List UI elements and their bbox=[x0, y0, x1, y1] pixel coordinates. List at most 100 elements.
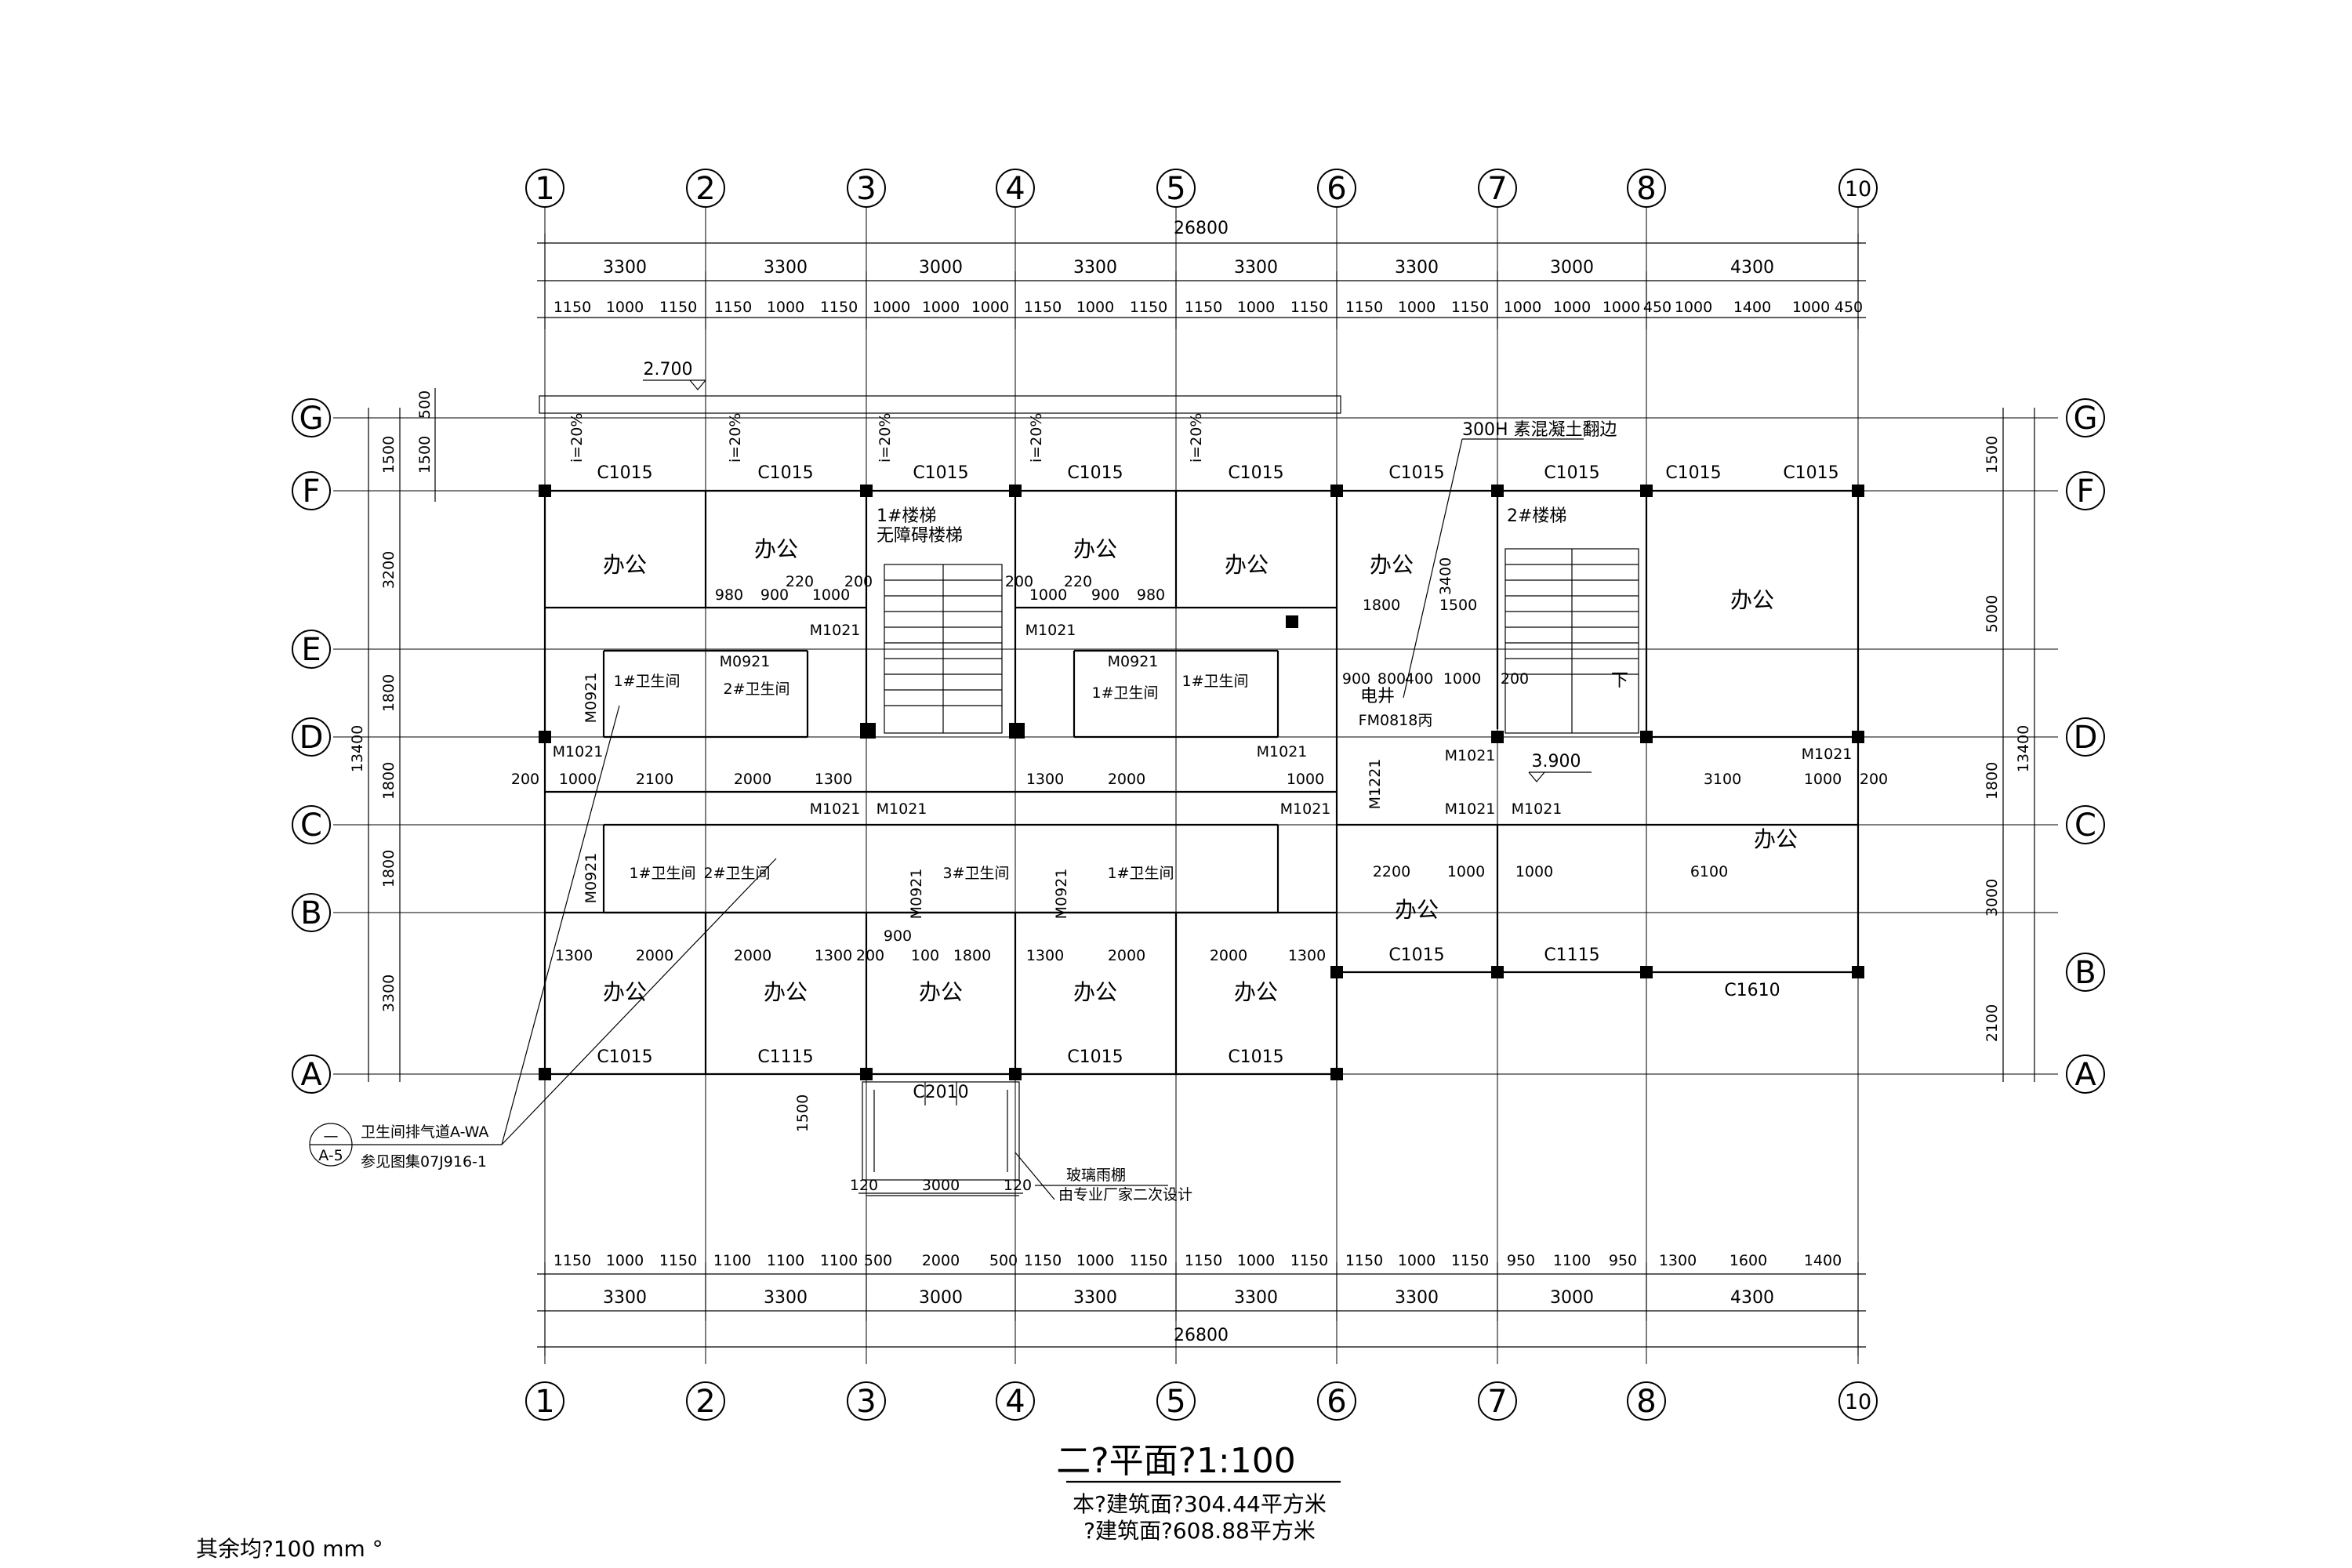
svg-text:2200: 2200 bbox=[1373, 863, 1410, 880]
svg-text:900: 900 bbox=[1342, 670, 1370, 688]
svg-text:1000: 1000 bbox=[922, 299, 960, 316]
svg-text:200: 200 bbox=[1501, 670, 1529, 688]
svg-text:3300: 3300 bbox=[380, 975, 397, 1012]
svg-text:1800: 1800 bbox=[1984, 762, 2001, 800]
svg-text:1800: 1800 bbox=[380, 674, 397, 712]
axis-G-right: G bbox=[2074, 401, 2098, 437]
interior-dimensions: 980 900 220 1000 200 220 1000 900 980 20… bbox=[511, 557, 1888, 964]
room-toilet: 1#卫生间 bbox=[629, 865, 695, 882]
svg-text:3000: 3000 bbox=[922, 1177, 960, 1194]
window-mark: C1015 bbox=[913, 463, 968, 483]
svg-text:M0921: M0921 bbox=[1053, 869, 1070, 920]
axis-D-right: D bbox=[2074, 720, 2098, 756]
window-mark: C1015 bbox=[757, 463, 813, 483]
svg-text:2000: 2000 bbox=[734, 947, 771, 964]
axis-4-bottom: 4 bbox=[1005, 1384, 1025, 1420]
area-this-floor: 本?建筑面?304.44平方米 bbox=[1073, 1491, 1327, 1517]
svg-text:1000: 1000 bbox=[1076, 1252, 1114, 1269]
note-curb: 300H 素混凝土翻边 bbox=[1462, 420, 1617, 440]
dim-total-depth-right: 13400 bbox=[2015, 725, 2032, 772]
detail-index-top: — bbox=[324, 1127, 339, 1145]
dim-bay: 3300 bbox=[1073, 258, 1117, 278]
svg-text:950: 950 bbox=[1507, 1252, 1535, 1269]
axis-F-left: F bbox=[302, 474, 320, 510]
room-toilet: 2#卫生间 bbox=[723, 681, 789, 698]
stair-down: 下 bbox=[1611, 671, 1628, 691]
svg-text:5000: 5000 bbox=[1984, 595, 2001, 633]
svg-text:1000: 1000 bbox=[1675, 299, 1712, 316]
window-mark: C2010 bbox=[913, 1083, 968, 1102]
drawing-title: 二?平面?1:100 bbox=[1056, 1441, 1296, 1481]
svg-text:900: 900 bbox=[1091, 586, 1120, 604]
svg-text:1150: 1150 bbox=[1130, 1252, 1167, 1269]
window-mark: C1115 bbox=[757, 1047, 813, 1067]
svg-text:M1021: M1021 bbox=[810, 800, 861, 818]
svg-text:1000: 1000 bbox=[559, 771, 597, 788]
svg-text:1150: 1150 bbox=[1451, 299, 1489, 316]
svg-text:i=20%: i=20% bbox=[727, 413, 744, 463]
level-label: 2.700 bbox=[644, 360, 693, 379]
svg-text:200: 200 bbox=[856, 947, 884, 964]
svg-text:1000: 1000 bbox=[1398, 299, 1436, 316]
structural-columns bbox=[539, 485, 1864, 1080]
axis-5-bottom: 5 bbox=[1166, 1384, 1185, 1420]
svg-text:2000: 2000 bbox=[1108, 947, 1145, 964]
axis-8-top: 8 bbox=[1636, 171, 1656, 207]
axis-5-top: 5 bbox=[1166, 171, 1185, 207]
svg-text:1150: 1150 bbox=[1290, 1252, 1328, 1269]
general-note: 其余均?100 mm ° bbox=[196, 1536, 383, 1562]
roof-slope-marks: i=20% i=20% i=20% i=20% i=20% bbox=[568, 413, 1205, 463]
axis-bubbles-left: G F E D C B A bbox=[292, 398, 331, 1094]
room-office: 办公 bbox=[1234, 979, 1278, 1005]
svg-text:1300: 1300 bbox=[1659, 1252, 1697, 1269]
svg-text:1500: 1500 bbox=[416, 436, 434, 474]
svg-text:2100: 2100 bbox=[1984, 1004, 2001, 1042]
axis-D-left: D bbox=[299, 720, 324, 756]
note-canopy-design: 由专业厂家二次设计 bbox=[1058, 1186, 1192, 1203]
svg-text:1500: 1500 bbox=[794, 1094, 811, 1132]
axis-2-bottom: 2 bbox=[695, 1384, 715, 1420]
axis-B-left: B bbox=[300, 895, 321, 931]
svg-text:1000: 1000 bbox=[1237, 1252, 1275, 1269]
svg-text:3400: 3400 bbox=[1437, 557, 1454, 595]
svg-text:500: 500 bbox=[416, 390, 434, 419]
svg-text:450: 450 bbox=[1643, 299, 1671, 316]
axis-C-left: C bbox=[300, 808, 322, 844]
dim-bay: 3300 bbox=[1073, 1288, 1117, 1308]
svg-text:1000: 1000 bbox=[1029, 586, 1067, 604]
axis-2-top: 2 bbox=[695, 171, 715, 207]
level-label: 3.900 bbox=[1532, 752, 1581, 771]
svg-text:500: 500 bbox=[864, 1252, 892, 1269]
dim-total-bottom: 26800 bbox=[1174, 1326, 1229, 1345]
area-total: ?建筑面?608.88平方米 bbox=[1083, 1518, 1316, 1544]
svg-text:1300: 1300 bbox=[1288, 947, 1326, 964]
svg-text:120: 120 bbox=[850, 1177, 878, 1194]
svg-text:200: 200 bbox=[1005, 573, 1033, 590]
svg-text:1100: 1100 bbox=[1553, 1252, 1591, 1269]
svg-text:980: 980 bbox=[1137, 586, 1165, 604]
svg-text:M0921: M0921 bbox=[908, 869, 925, 920]
svg-text:M0921: M0921 bbox=[1108, 653, 1159, 670]
svg-text:1000: 1000 bbox=[1553, 299, 1591, 316]
dim-total-top: 26800 bbox=[1174, 219, 1229, 238]
axis-4-top: 4 bbox=[1005, 171, 1025, 207]
window-mark: C1015 bbox=[1067, 1047, 1123, 1067]
svg-text:M1021: M1021 bbox=[1445, 800, 1496, 818]
svg-text:1100: 1100 bbox=[820, 1252, 858, 1269]
room-toilet: 1#卫生间 bbox=[1181, 673, 1248, 690]
svg-text:1300: 1300 bbox=[815, 771, 852, 788]
detail-index-bottom: A-5 bbox=[318, 1147, 343, 1164]
svg-text:1000: 1000 bbox=[1792, 299, 1830, 316]
svg-text:1000: 1000 bbox=[1804, 771, 1842, 788]
svg-text:1500: 1500 bbox=[1439, 597, 1477, 614]
svg-text:2100: 2100 bbox=[636, 771, 673, 788]
door-marks: M1021 M1021 M0921 M0921 M1021 M1021 M102… bbox=[553, 622, 1853, 919]
svg-text:1000: 1000 bbox=[1237, 299, 1275, 316]
svg-text:1150: 1150 bbox=[1345, 299, 1383, 316]
axis-bubbles-top: 1 2 3 4 5 6 7 8 10 bbox=[525, 169, 1878, 208]
svg-text:1150: 1150 bbox=[659, 1252, 697, 1269]
bottom-dimensions: 1150 1000 1150 1100 1100 1100 500 2000 5… bbox=[537, 1252, 1866, 1356]
interior-walls bbox=[545, 491, 1858, 1074]
svg-text:220: 220 bbox=[786, 573, 814, 590]
dim-bay: 3300 bbox=[603, 1288, 647, 1308]
